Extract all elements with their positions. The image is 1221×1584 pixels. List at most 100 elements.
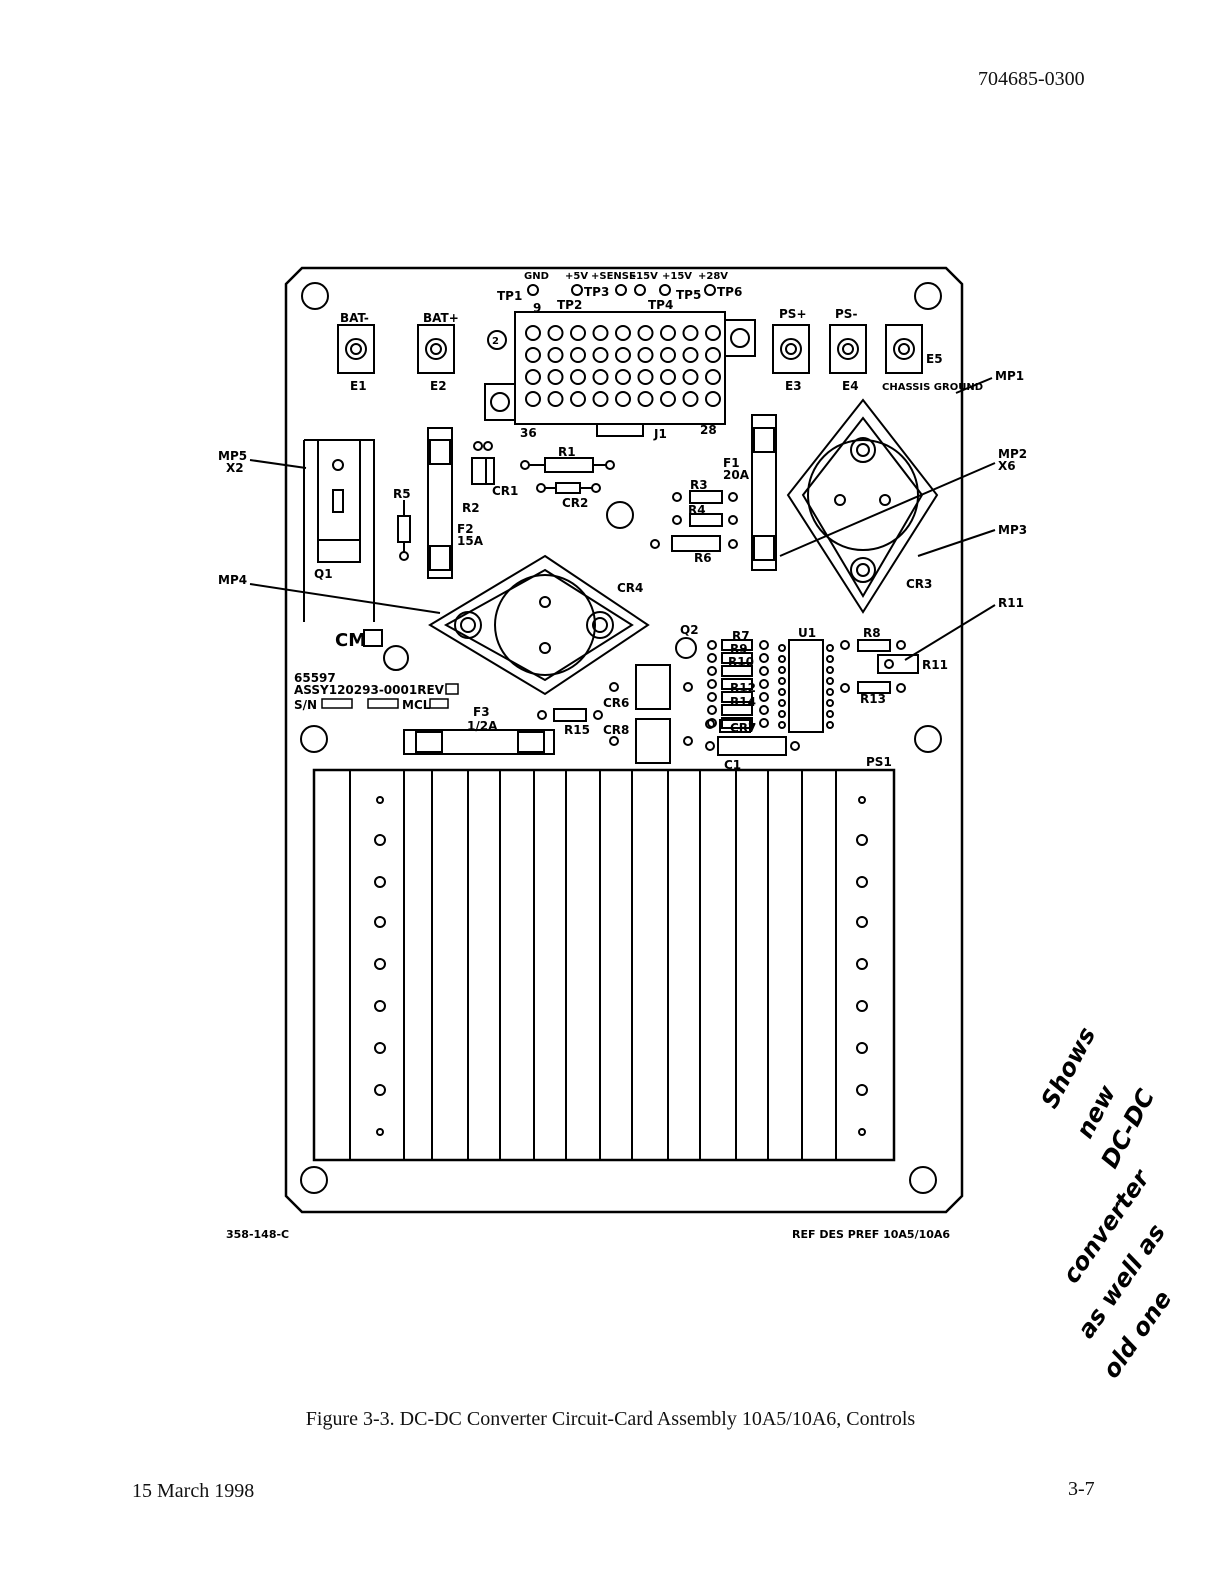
component-label: Q2 xyxy=(680,623,699,637)
component-label: PS1 xyxy=(866,755,892,769)
pin-label: 28 xyxy=(700,423,717,437)
terminal-e3 xyxy=(772,324,810,374)
connector-pin xyxy=(525,391,541,407)
transistor-mp2 xyxy=(807,439,919,551)
terminal-e1 xyxy=(337,324,375,374)
tp-signal: -15V xyxy=(632,271,658,282)
tp-label: TP2 xyxy=(557,298,582,312)
resistor-label: R2 xyxy=(462,501,480,515)
connector-pin xyxy=(525,369,541,385)
connector-pin xyxy=(682,369,699,385)
connector-pin xyxy=(637,391,654,407)
terminal-ref: E1 xyxy=(350,379,367,393)
connector-pin xyxy=(615,325,631,341)
fuse-f1 xyxy=(751,414,777,571)
component-label: Q1 xyxy=(314,567,333,581)
diode-label: CR4 xyxy=(617,581,643,595)
terminal-ref: E3 xyxy=(785,379,802,393)
terminal-name: PS+ xyxy=(779,307,807,321)
tp-signal: +5V xyxy=(565,271,588,282)
assembly-line: 65597 xyxy=(294,671,336,685)
tp-signal: +28V xyxy=(698,271,728,282)
resistor-label: R14 xyxy=(730,695,756,709)
tp-signal: +SENSE xyxy=(591,271,636,282)
fuse-ref: F1 xyxy=(723,456,740,470)
resistor-label: R10 xyxy=(728,655,754,669)
connector-pin xyxy=(682,347,699,363)
connector-j1 xyxy=(514,311,726,425)
assembly-line: MCL xyxy=(402,698,431,712)
connector-pin xyxy=(705,391,721,407)
connector-pin xyxy=(682,391,699,407)
connector-pin xyxy=(615,347,631,363)
diode-label: CR3 xyxy=(906,577,932,591)
pin-label: 9 xyxy=(533,301,541,315)
tp-label: TP5 xyxy=(676,288,701,302)
pin-label: 36 xyxy=(520,426,537,440)
resistor-label: R6 xyxy=(694,551,712,565)
tp-label: TP3 xyxy=(584,285,609,299)
mounting-hole xyxy=(300,1166,328,1194)
terminal-e2 xyxy=(417,324,455,374)
fuse-rating: 1/2A xyxy=(467,719,498,733)
terminal-name: PS- xyxy=(835,307,857,321)
heatsink-mp3 xyxy=(786,398,939,614)
mounting-hole xyxy=(909,1166,937,1194)
resistor-label: R1 xyxy=(558,445,576,459)
callout-label: X6 xyxy=(998,459,1016,473)
connector-pin xyxy=(615,369,631,385)
tp-label: TP4 xyxy=(648,298,673,312)
tp-label: TP1 xyxy=(497,289,522,303)
board-outline xyxy=(284,266,964,1214)
terminal-name: E5 xyxy=(926,352,943,366)
callout-label: R11 xyxy=(998,596,1024,610)
page-number: 3-7 xyxy=(1068,1478,1095,1500)
ic-u1 xyxy=(788,639,824,733)
terminal-ref: E4 xyxy=(842,379,859,393)
connector-pin xyxy=(637,347,654,363)
callout-label: MP2 xyxy=(998,447,1027,461)
power-supply-ps1 xyxy=(312,768,896,1162)
connector-pin xyxy=(660,391,676,407)
diode-label: CR7 xyxy=(730,721,756,735)
document-number: 704685-0300 xyxy=(978,68,1085,90)
resistor-label: R13 xyxy=(860,692,886,706)
mounting-hole xyxy=(301,282,329,310)
resistor-label: R15 xyxy=(564,723,590,737)
callout-label: MP1 xyxy=(995,369,1024,383)
terminal-ref: E2 xyxy=(430,379,447,393)
connector-pin xyxy=(705,325,721,341)
callout-label: MP3 xyxy=(998,523,1027,537)
connector-pins xyxy=(525,325,721,407)
component-label: CM xyxy=(335,630,366,651)
transistor-mp4 xyxy=(494,574,596,676)
resistor-label: R12 xyxy=(730,681,756,695)
connector-pin xyxy=(592,347,609,363)
tp-signal: GND xyxy=(524,271,549,282)
connector-pin xyxy=(592,325,609,341)
diode-label: CR8 xyxy=(603,723,629,737)
fuse-ref: F2 xyxy=(457,522,474,536)
callout-label: MP4 xyxy=(218,573,247,587)
connector-pin xyxy=(525,347,541,363)
drawing-number: 358-148-C xyxy=(226,1228,289,1241)
terminal-e5 xyxy=(885,324,923,374)
fuse-f2 xyxy=(427,427,453,579)
connector-pin xyxy=(660,325,676,341)
ref-des: REF DES PREF 10A5/10A6 xyxy=(792,1228,950,1241)
connector-pin xyxy=(547,369,564,385)
fuse-f3 xyxy=(403,729,555,755)
heatsink-mp4 xyxy=(428,554,650,696)
connector-pin xyxy=(637,369,654,385)
connector-pin xyxy=(570,369,586,385)
tp-label: TP6 xyxy=(717,285,742,299)
mounting-hole xyxy=(914,282,942,310)
resistor-label: R11 xyxy=(922,658,948,672)
connector-pin xyxy=(547,325,564,341)
resistor-label: R3 xyxy=(690,478,708,492)
connector-pin xyxy=(570,391,586,407)
resistor-label: R7 xyxy=(732,629,750,643)
diode-label: CR6 xyxy=(603,696,629,710)
connector-pin xyxy=(570,347,586,363)
